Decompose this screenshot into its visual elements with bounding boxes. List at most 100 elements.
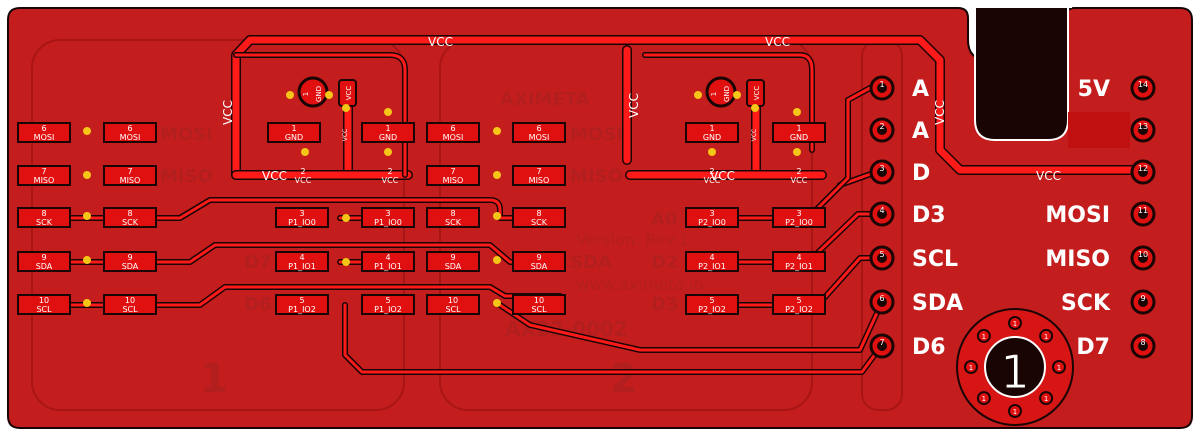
svg-text:1: 1	[982, 395, 986, 403]
svg-text:P1_IO0: P1_IO0	[288, 218, 316, 227]
vcc-net-label: VCC	[1036, 169, 1061, 183]
header-pin-number: 12	[1138, 164, 1148, 173]
electrolytic-cap-2: GND 1	[705, 76, 737, 108]
svg-text:1: 1	[291, 124, 296, 133]
svg-text:1: 1	[385, 124, 390, 133]
svg-text:SCK: SCK	[445, 218, 462, 227]
svg-text:1: 1	[982, 333, 986, 341]
module-1-number: 1	[200, 356, 228, 402]
svg-text:1: 1	[710, 92, 718, 96]
svg-text:SCL: SCL	[122, 305, 138, 314]
svg-text:9: 9	[450, 253, 455, 262]
svg-text:MOSI: MOSI	[529, 133, 550, 142]
svg-text:1: 1	[1013, 408, 1017, 416]
svg-text:1: 1	[1013, 320, 1017, 328]
vcc-net-label: VCC	[221, 100, 235, 125]
ghost-label: D2	[651, 252, 678, 273]
ghost-label: MISO	[570, 166, 623, 187]
rotary-pin: 1	[1008, 404, 1022, 418]
svg-text:8: 8	[41, 209, 46, 218]
svg-text:6: 6	[127, 124, 132, 133]
svg-text:3: 3	[709, 209, 714, 218]
header-pin-number: 13	[1138, 122, 1148, 131]
svg-text:P1_IO1: P1_IO1	[374, 262, 402, 271]
header-pin-label: MOSI	[1045, 203, 1110, 228]
svg-text:SDA: SDA	[122, 262, 139, 271]
svg-text:GND: GND	[723, 86, 731, 102]
svg-text:VCC: VCC	[345, 86, 353, 101]
svg-text:P2_IO0: P2_IO0	[698, 218, 726, 227]
header-pin: 12	[1130, 159, 1156, 185]
svg-text:8: 8	[127, 209, 132, 218]
header-pin-number: 1	[879, 80, 884, 89]
svg-text:SDA: SDA	[445, 262, 462, 271]
header-pin-number: 2	[879, 122, 884, 131]
svg-text:7: 7	[127, 167, 132, 176]
svg-text:1: 1	[1057, 364, 1061, 372]
svg-text:2: 2	[387, 167, 392, 176]
svg-text:P1_IO2: P1_IO2	[374, 305, 402, 314]
svg-text:10: 10	[125, 296, 135, 305]
rotary-pin: 1	[976, 391, 991, 406]
ceramic-cap-2: VCC	[746, 79, 765, 107]
svg-text:P2_IO2: P2_IO2	[785, 305, 813, 314]
svg-text:10: 10	[448, 296, 458, 305]
vcc-net-label: VCC	[765, 35, 790, 49]
vcc-net-label: VCC	[933, 100, 947, 125]
header-pin-label: D	[912, 161, 930, 186]
ghost-label: A0	[651, 209, 677, 230]
svg-text:1: 1	[796, 124, 801, 133]
svg-text:10: 10	[534, 296, 544, 305]
svg-text:P2_IO1: P2_IO1	[698, 262, 726, 271]
vcc-net-label: VCC	[710, 169, 735, 183]
svg-text:2: 2	[709, 167, 714, 176]
svg-text:GND: GND	[379, 133, 397, 142]
svg-text:9: 9	[127, 253, 132, 262]
svg-text:SDA: SDA	[531, 262, 548, 271]
board-slot	[974, 8, 1069, 141]
svg-text:VCC: VCC	[295, 176, 312, 185]
svg-text:5: 5	[299, 296, 304, 305]
svg-text:MOSI: MOSI	[120, 133, 141, 142]
header-pin: 10 MISO	[1045, 245, 1156, 272]
ghost-label: MISO	[160, 166, 213, 187]
svg-text:MISO: MISO	[120, 176, 141, 185]
header-pin-number: 10	[1138, 250, 1148, 259]
svg-text:1: 1	[1044, 395, 1048, 403]
vcc-small-label: VCC	[751, 129, 758, 141]
rotary-number: 1	[1000, 345, 1029, 399]
svg-text:MISO: MISO	[443, 176, 464, 185]
svg-text:MISO: MISO	[34, 176, 55, 185]
svg-text:SCL: SCL	[36, 305, 52, 314]
header-pin-label: MISO	[1045, 247, 1110, 272]
pad-p1-io0-pair: 3P1_IO0 3P1_IO0	[275, 207, 415, 228]
svg-text:2: 2	[300, 167, 305, 176]
svg-text:GND: GND	[315, 86, 323, 102]
svg-text:8: 8	[536, 209, 541, 218]
svg-text:10: 10	[39, 296, 49, 305]
vias	[83, 91, 801, 307]
pad-p2-io2-pair: 5P2_IO2 5P2_IO2	[685, 294, 826, 315]
svg-text:P2_IO0: P2_IO0	[785, 218, 813, 227]
ghost-silkscreen: AXIMETA MOSI MISO MOSI MISO SDA D7 D6 A0…	[160, 89, 703, 402]
capacitors: GND 1 VCC GND 1 VCC VCC VCC	[297, 76, 765, 141]
svg-text:SCK: SCK	[122, 218, 139, 227]
header-pin-number: 4	[879, 206, 884, 215]
ghost-label: D3	[651, 294, 678, 315]
header-pin-number: 11	[1138, 206, 1148, 215]
